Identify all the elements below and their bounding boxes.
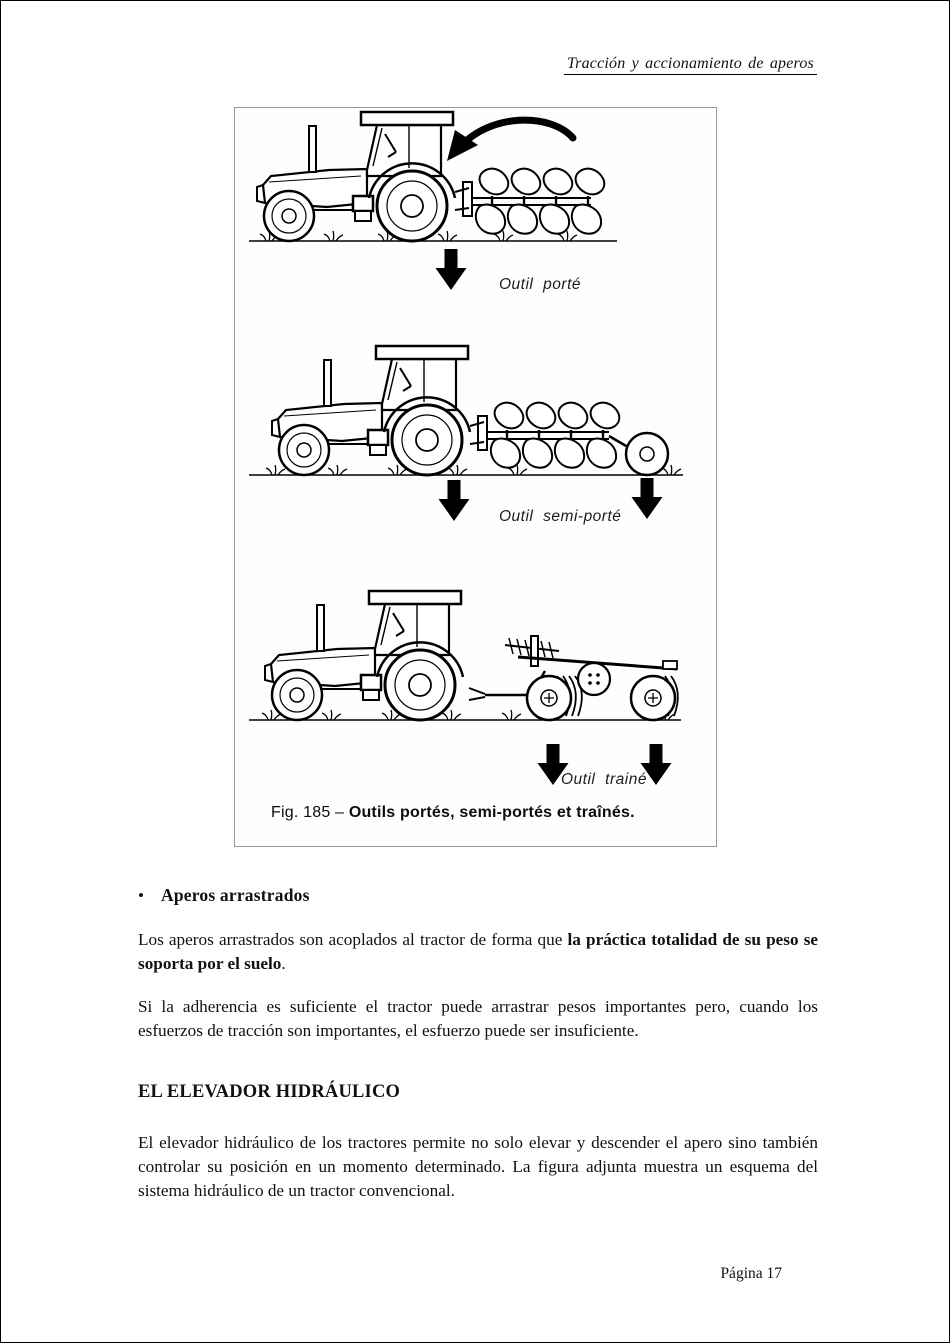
figure-caption: Fig. 185 – Outils portés, semi-portés et… (271, 804, 635, 822)
figure-caption-title: Outils portés, semi-portés et traînés. (348, 804, 635, 821)
figure-illustration: Outil porté (249, 110, 683, 788)
figure-label-trailed: Outil trainé (561, 771, 647, 788)
page-header: Tracción y accionamiento de aperos (563, 55, 817, 75)
down-arrow (631, 478, 663, 519)
scene-mounted-implement: Outil porté (249, 110, 617, 293)
figure-label-ported: Outil porté (499, 276, 581, 293)
scene-semi-mounted-implement: Outil semi-porté (249, 344, 683, 525)
tractor-drawing (255, 110, 457, 243)
bullet-item-aperos-arrastrados: • Aperos arrastrados (138, 885, 818, 906)
page-number: Página 17 (720, 1265, 782, 1282)
scene-trailed-implement: Outil trainé (249, 589, 681, 788)
lift-rotation-arrow (447, 116, 577, 161)
plow-drawing (471, 167, 606, 235)
bullet-heading: Aperos arrastrados (161, 885, 310, 905)
section-heading-elevador: EL ELEVADOR HIDRÁULICO (138, 1082, 401, 1102)
figure-caption-number: Fig. 185 – (271, 804, 349, 821)
paragraph-elevador: El elevador hidráulico de los tractores … (138, 1133, 818, 1200)
bullet-icon: • (138, 886, 144, 905)
down-arrow (438, 480, 470, 521)
tractor-drawing (270, 344, 472, 477)
paragraph-aperos: Los aperos arrastrados son acoplados al … (138, 928, 818, 976)
figure-label-semi-ported: Outil semi-porté (499, 508, 621, 525)
paragraph-text: Los aperos arrastrados son acoplados al … (138, 930, 568, 949)
paragraph-bold-text: la práctica totalidad de su peso se sopo… (138, 930, 819, 973)
down-arrow (435, 249, 467, 290)
tractor-drawing (263, 589, 465, 722)
plow-drawing (486, 401, 634, 469)
gauge-wheel-drawing (624, 431, 670, 477)
disc-harrow-drawing (468, 635, 679, 722)
paragraph-adherencia: Si la adherencia es suficiente el tracto… (138, 997, 818, 1040)
paragraph-text: . (281, 954, 286, 973)
figure-185: Outil porté (234, 107, 717, 847)
